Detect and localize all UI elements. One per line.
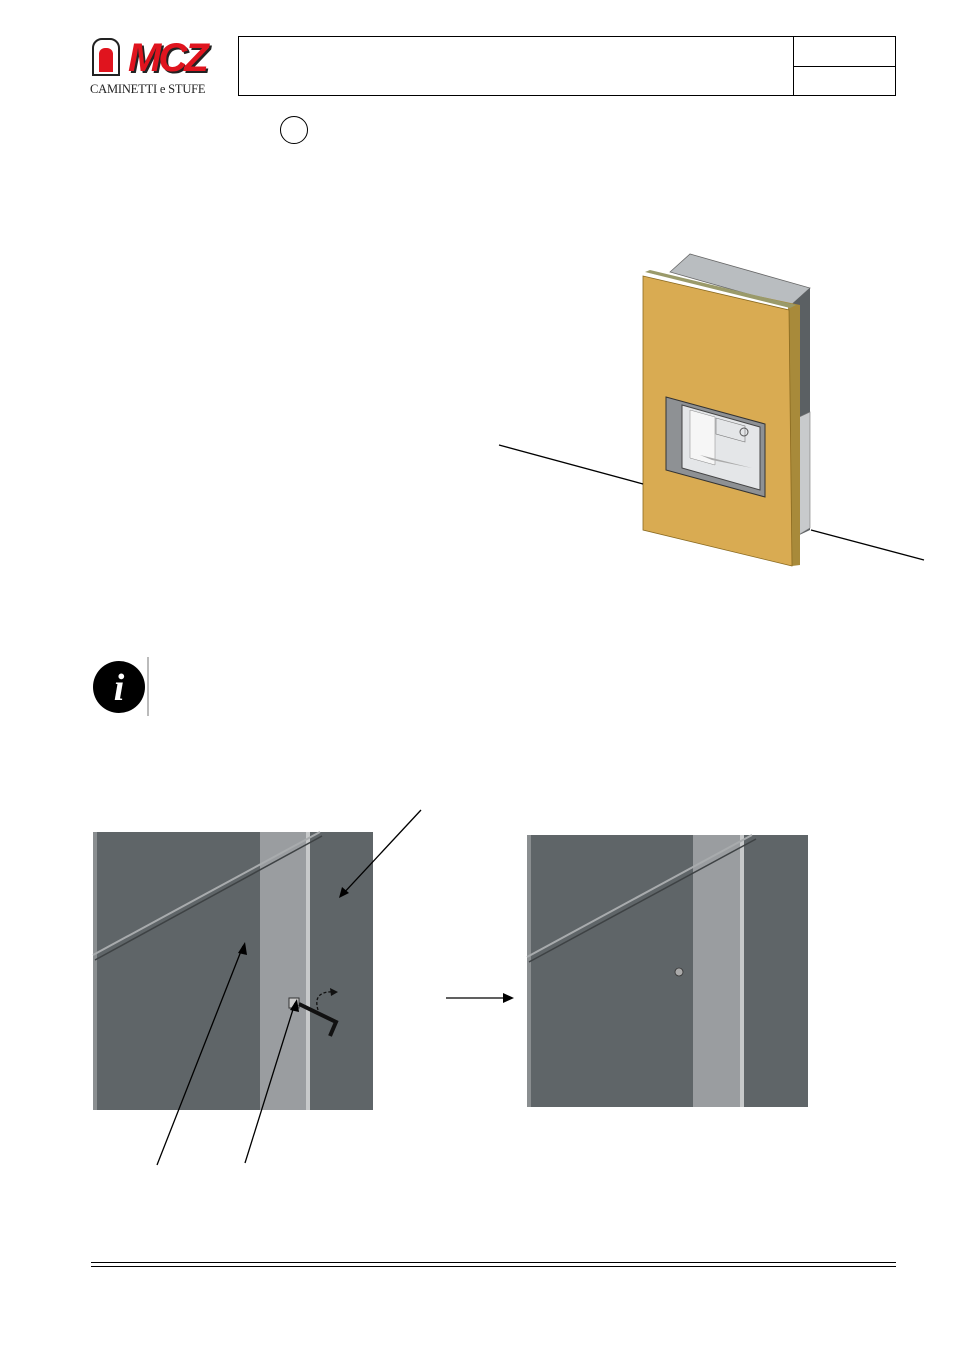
mcz-logo: MCZ CAMINETTI e STUFE — [90, 36, 236, 98]
fireplace-logo-icon — [92, 38, 120, 76]
step-marker-circle — [280, 116, 308, 144]
logo-tagline: CAMINETTI e STUFE — [90, 82, 206, 96]
callout-arrow — [244, 1002, 296, 1164]
header-title-box — [238, 36, 896, 96]
callout-arrow — [340, 809, 422, 897]
header-divider — [794, 66, 895, 67]
fireplace-illustration — [642, 253, 811, 567]
panel-detail-after — [526, 834, 808, 1107]
svg-text:i: i — [114, 667, 125, 709]
info-icon: i — [93, 657, 149, 716]
logo-brand: MCZ — [128, 36, 209, 80]
callout-line — [498, 444, 644, 485]
footer-rule — [91, 1262, 896, 1267]
callout-line — [810, 529, 925, 561]
header-reference-box — [793, 37, 895, 95]
callout-arrow — [156, 945, 244, 1166]
